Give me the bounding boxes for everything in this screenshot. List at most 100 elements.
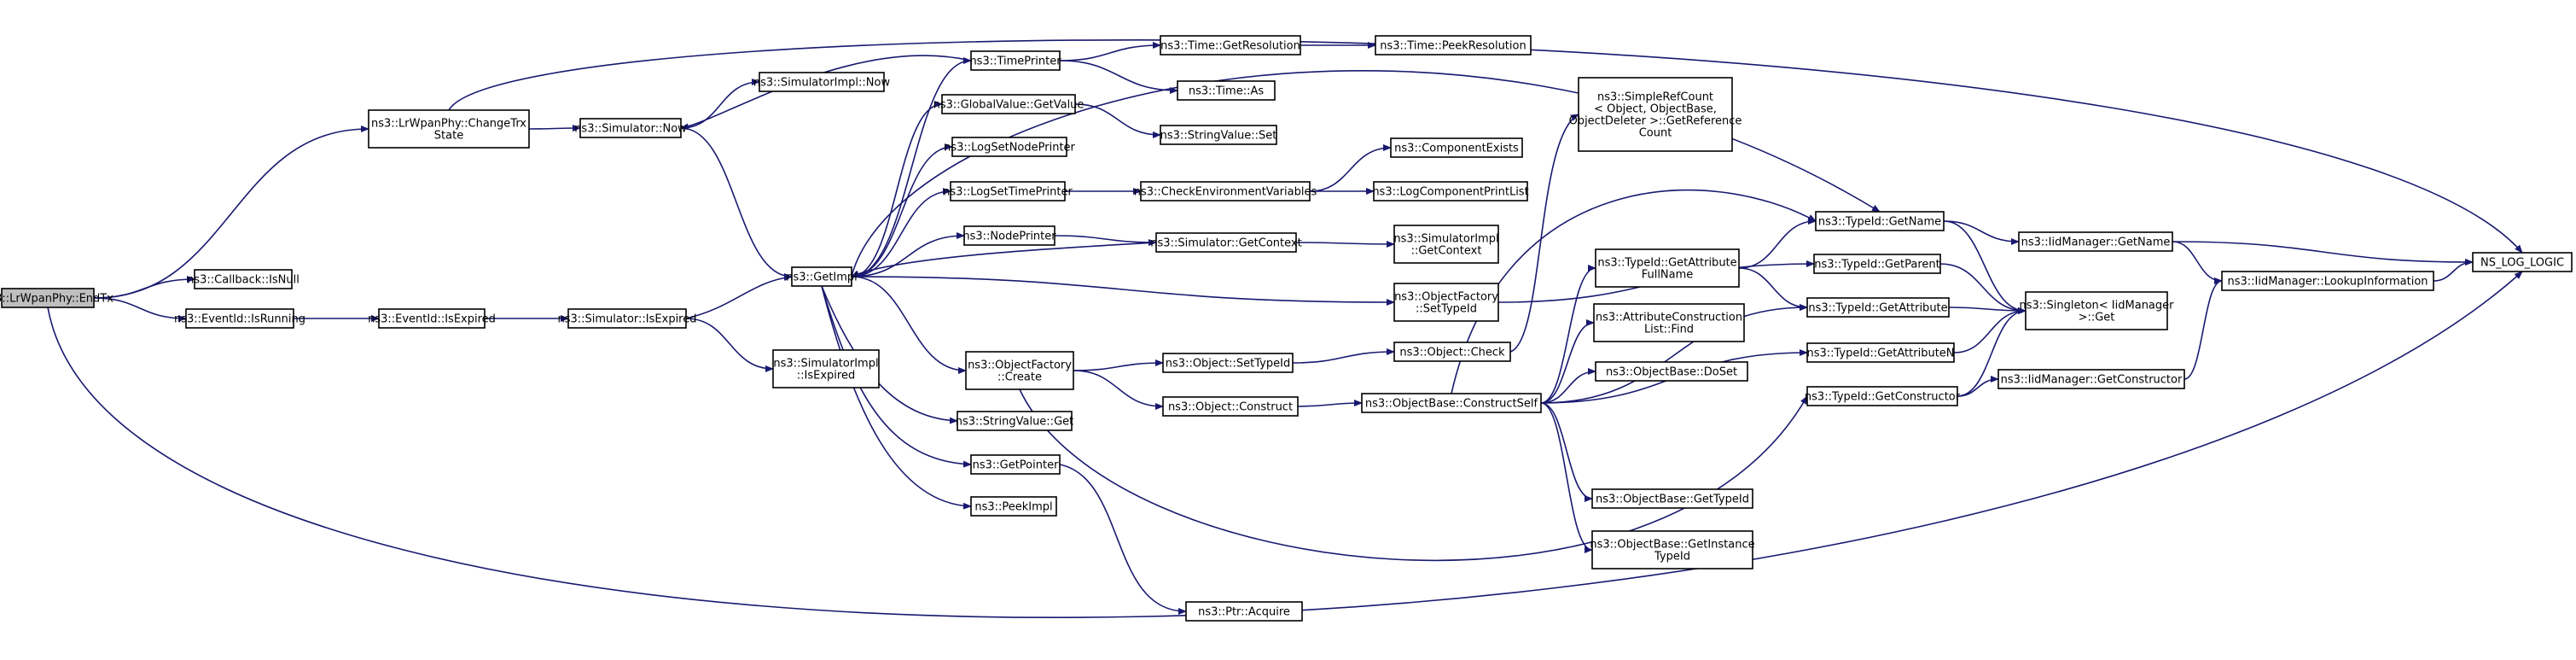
node-box: [1162, 396, 1299, 417]
node-label: >::Get: [2079, 312, 2115, 324]
node-box: [963, 225, 1055, 246]
edge-gvgetvalue-to-svset: [1074, 103, 1161, 138]
node-tidgetattribute[interactable]: ns3::TypeId::GetAttribute: [1806, 297, 1950, 318]
edge-path: [685, 318, 774, 372]
edge-path: [851, 57, 972, 277]
node-checkenv[interactable]: ns3::CheckEnvironmentVariables: [1134, 181, 1317, 202]
node-svset[interactable]: ns3::StringValue::Set: [1160, 125, 1277, 145]
node-label: State: [434, 130, 463, 143]
node-evisexpired[interactable]: ns3::EventId::IsExpired: [368, 308, 496, 329]
node-offcreate[interactable]: ns3::ObjectFactory::Create: [965, 351, 1074, 390]
edge-offcreate-to-objconstruct: [1073, 370, 1164, 410]
edge-path: [851, 232, 965, 277]
node-label: ns3::SimpleRefCount: [1597, 91, 1713, 104]
node-cbisnull[interactable]: ns3::Callback::IsNull: [187, 269, 299, 289]
edge-path: [1939, 263, 2026, 314]
edge-getpointer-to-ptracquire: [1059, 464, 1187, 615]
node-peekimpl[interactable]: ns3::PeekImpl: [970, 496, 1057, 517]
node-ptracquire[interactable]: ns3::Ptr::Acquire: [1185, 601, 1303, 622]
node-label: ns3::LogComponentPrintList: [1372, 186, 1528, 199]
node-constructself[interactable]: ns3::ObjectBase::ConstructSelf: [1361, 393, 1542, 413]
node-box: [970, 496, 1057, 517]
node-box: [1373, 181, 1528, 202]
edge-getimpl-to-nodeprinter: [851, 232, 965, 277]
node-offsettypeid[interactable]: ns3::ObjectFactory::SetTypeId: [1393, 283, 1499, 322]
node-obgettypeid[interactable]: ns3::ObjectBase::GetTypeId: [1591, 488, 1753, 509]
node-label: Count: [1639, 127, 1672, 140]
node-label: ns3::IidManager::LookupInformation: [2227, 276, 2428, 289]
node-timegetres[interactable]: ns3::Time::GetResolution: [1160, 35, 1301, 55]
node-label: ns3::TypeId::GetAttribute: [1597, 257, 1736, 270]
node-iidgetname[interactable]: ns3::IidManager::GetName: [2018, 231, 2173, 252]
node-iidlookup[interactable]: ns3::IidManager::LookupInformation: [2221, 271, 2434, 291]
node-objconstruct[interactable]: ns3::Object::Construct: [1162, 396, 1299, 417]
edge-path: [93, 276, 195, 299]
edge-tidgetconstructor-to-iidgetconstructor: [1957, 376, 1999, 397]
node-label: ns3::ObjectBase::GetTypeId: [1596, 494, 1749, 506]
node-label: ns3::GetPointer: [973, 459, 1059, 472]
edge-path: [1540, 368, 1596, 404]
node-box: [965, 351, 1074, 390]
node-tidgetattributen[interactable]: ns3::TypeId::GetAttributeN: [1806, 342, 1955, 363]
node-compexists[interactable]: ns3::ComponentExists: [1390, 137, 1523, 158]
node-nodeprinter[interactable]: ns3::NodePrinter: [962, 225, 1056, 246]
node-label: ::GetContext: [1411, 245, 1482, 258]
edge-path: [2433, 259, 2474, 282]
node-label: ns3::GetImpl: [786, 272, 858, 284]
node-logcompprint[interactable]: ns3::LogComponentPrintList: [1372, 181, 1529, 202]
node-obdoset[interactable]: ns3::ObjectBase::DoSet: [1595, 361, 1748, 382]
node-objsettypeid[interactable]: ns3::Object::SetTypeId: [1162, 353, 1294, 373]
node-nslog[interactable]: NS_LOG_LOGIC: [2472, 252, 2573, 272]
node-simimplnow[interactable]: ns3::SimulatorImpl::Now: [753, 72, 891, 92]
node-logsettimeprinter[interactable]: ns3::LogSetTimePrinter: [943, 181, 1073, 202]
node-singletonget[interactable]: ns3::Singleton< IidManager>::Get: [2019, 291, 2174, 330]
node-timeprinter[interactable]: ns3::TimePrinter: [969, 50, 1061, 71]
node-simimplgetcontext[interactable]: ns3::SimulatorImpl::GetContext: [1393, 225, 1499, 264]
node-label: ns3::Time::GetResolution: [1160, 40, 1300, 53]
node-logsetnodeprinter[interactable]: ns3::LogSetNodePrinter: [944, 137, 1076, 157]
node-label: ns3::Time::As: [1189, 85, 1265, 98]
node-box: [1160, 35, 1301, 55]
node-simnow[interactable]: ns3::Simulator::Now: [574, 118, 687, 138]
node-getimpl[interactable]: ns3::GetImpl: [786, 266, 858, 287]
edge-iidlookup-to-nslog: [2433, 259, 2474, 282]
node-evisrunning[interactable]: ns3::EventId::IsRunning: [174, 308, 305, 329]
node-simplerefcount[interactable]: ns3::SimpleRefCount< Object, ObjectBase,…: [1569, 77, 1742, 152]
node-gvgetvalue[interactable]: ns3::GlobalValue::GetValue: [933, 94, 1084, 114]
node-label: ns3::LrWpanPhy::EndTx: [0, 293, 113, 306]
node-simgetcontext[interactable]: ns3::Simulator::GetContext: [1150, 232, 1302, 253]
node-objcheck[interactable]: ns3::Object::Check: [1393, 342, 1511, 362]
node-tidgetparent[interactable]: ns3::TypeId::GetParent: [1813, 254, 1941, 274]
node-box: [1591, 530, 1753, 569]
node-tidgetname[interactable]: ns3::TypeId::GetName: [1815, 211, 1945, 231]
node-simimplisexpired[interactable]: ns3::SimulatorImpl::IsExpired: [772, 349, 880, 388]
node-box: [791, 266, 852, 287]
node-endtx[interactable]: ns3::LrWpanPhy::EndTx: [0, 288, 113, 308]
edge-path: [1309, 144, 1392, 192]
node-box: [1806, 297, 1950, 318]
edge-simnow-to-getimpl: [680, 127, 793, 280]
node-label: TypeId: [1654, 551, 1690, 564]
node-timeas[interactable]: ns3::Time::As: [1177, 80, 1276, 101]
edge-path: [851, 276, 967, 374]
node-box: [957, 411, 1073, 431]
node-tidgetconstructor[interactable]: ns3::TypeId::GetConstructor: [1805, 386, 1961, 406]
node-box: [970, 454, 1061, 475]
edge-endtx-to-evisrunning: [93, 297, 187, 322]
node-label: ns3::TypeId::GetParent: [1814, 259, 1940, 272]
node-simisexpired[interactable]: ns3::Simulator::IsExpired: [557, 308, 697, 329]
node-label: ns3::AttributeConstruction: [1596, 312, 1742, 324]
node-label: ns3::IidManager::GetName: [2021, 237, 2171, 249]
node-getpointer[interactable]: ns3::GetPointer: [970, 454, 1061, 475]
node-box: [1160, 125, 1277, 145]
node-iidgetconstructor[interactable]: ns3::IidManager::GetConstructor: [1997, 369, 2185, 389]
node-timepeekres[interactable]: ns3::Time::PeekResolution: [1375, 35, 1532, 55]
node-svget[interactable]: ns3::StringValue::Get: [956, 411, 1073, 431]
node-label: ns3::Callback::IsNull: [187, 274, 299, 287]
edge-path: [685, 274, 793, 319]
